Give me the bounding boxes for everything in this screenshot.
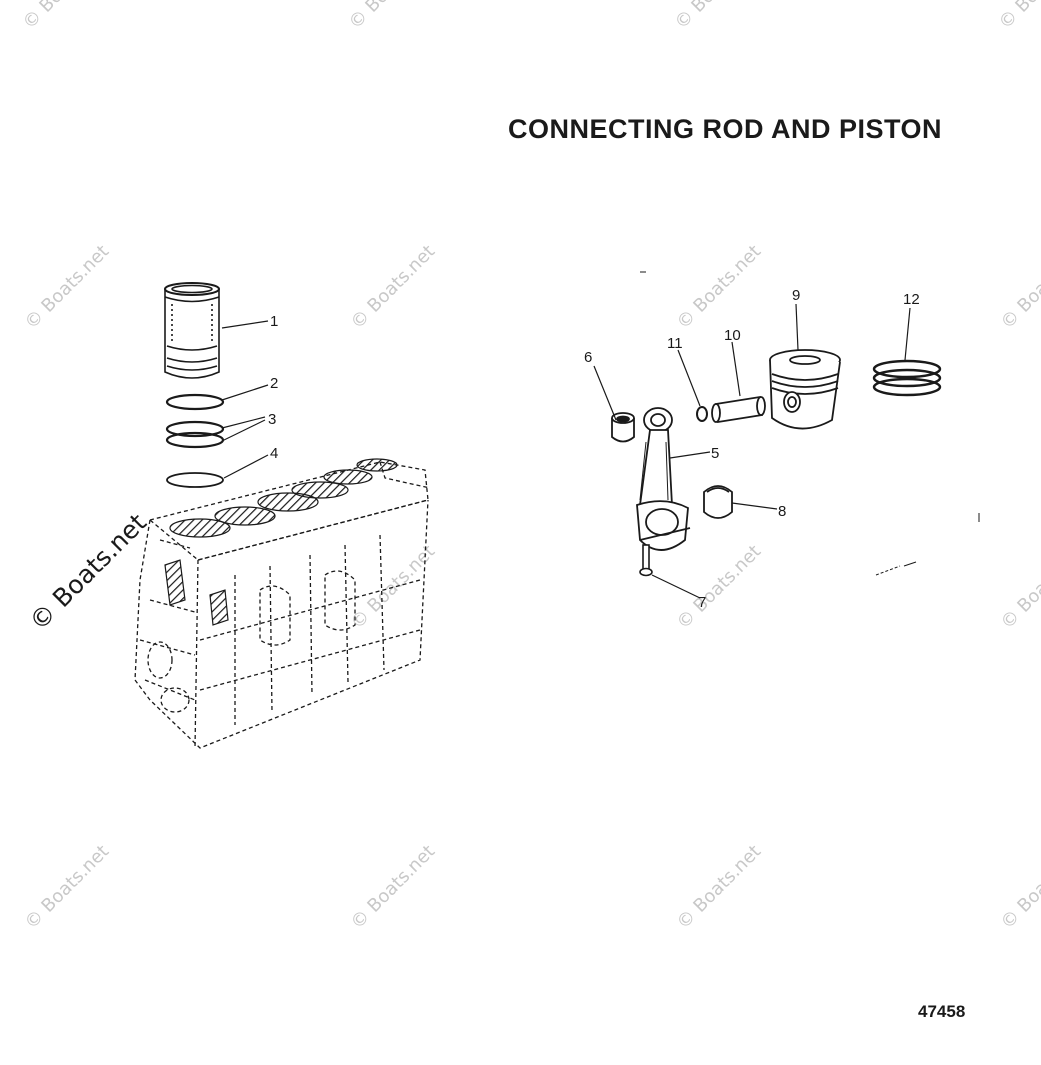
watermark-text: © Boats.net	[997, 541, 1041, 633]
piston-ring-set	[872, 359, 942, 397]
cylinder-liner	[164, 282, 220, 379]
callout-labels: 1 2 3 4 5 6 7 8 9 10 11 12	[268, 287, 920, 611]
callout-8: 8	[778, 503, 786, 520]
watermark-text: © Boats.net	[673, 841, 765, 933]
watermark-text-dark: © Boats.net	[24, 508, 152, 636]
leader-lines	[221, 303, 911, 599]
diagram-title: CONNECTING ROD AND PISTON	[508, 114, 943, 144]
callout-10: 10	[724, 327, 741, 344]
piston-pin-retainer	[696, 406, 708, 422]
liner-seal-rings	[165, 393, 225, 488]
callout-4: 4	[270, 445, 278, 462]
piston-pin	[711, 395, 766, 424]
callout-1: 1	[270, 313, 278, 330]
watermark-text: © Boats.net	[21, 241, 113, 333]
callout-7: 7	[698, 594, 706, 611]
callout-3: 3	[268, 411, 276, 428]
engine-block	[134, 461, 431, 749]
watermark-text: © Boats.net	[673, 241, 765, 333]
connecting-rod	[636, 407, 691, 551]
cylinder-bores	[164, 458, 398, 626]
watermark-text: © Boats.net	[347, 841, 439, 933]
watermark-text: © Boats.net	[21, 841, 113, 933]
watermark-text: © Boats.net	[997, 241, 1041, 333]
watermark-layer: © Boats.net © Boats.net © Boats.net © Bo…	[19, 0, 1041, 934]
watermark-text: © Boats.net	[995, 0, 1041, 34]
watermark-text: © Boats.net	[671, 0, 763, 34]
watermark-text: © Boats.net	[345, 0, 437, 34]
connecting-rod-bearing	[703, 485, 733, 519]
watermark-text: © Boats.net	[997, 841, 1041, 933]
figure-number: 47458	[918, 1002, 966, 1021]
piston	[769, 349, 841, 430]
callout-12: 12	[903, 291, 920, 308]
callout-2: 2	[270, 375, 278, 392]
watermark-text: © Boats.net	[673, 541, 765, 633]
watermark-text: © Boats.net	[347, 241, 439, 333]
watermark-text: © Boats.net	[19, 0, 111, 34]
scan-marks	[640, 271, 980, 576]
callout-9: 9	[792, 287, 800, 304]
callout-5: 5	[711, 445, 719, 462]
small-end-bushing	[611, 412, 635, 443]
callout-6: 6	[584, 349, 592, 366]
rod-bolt	[639, 544, 653, 577]
callout-11: 11	[667, 335, 683, 352]
